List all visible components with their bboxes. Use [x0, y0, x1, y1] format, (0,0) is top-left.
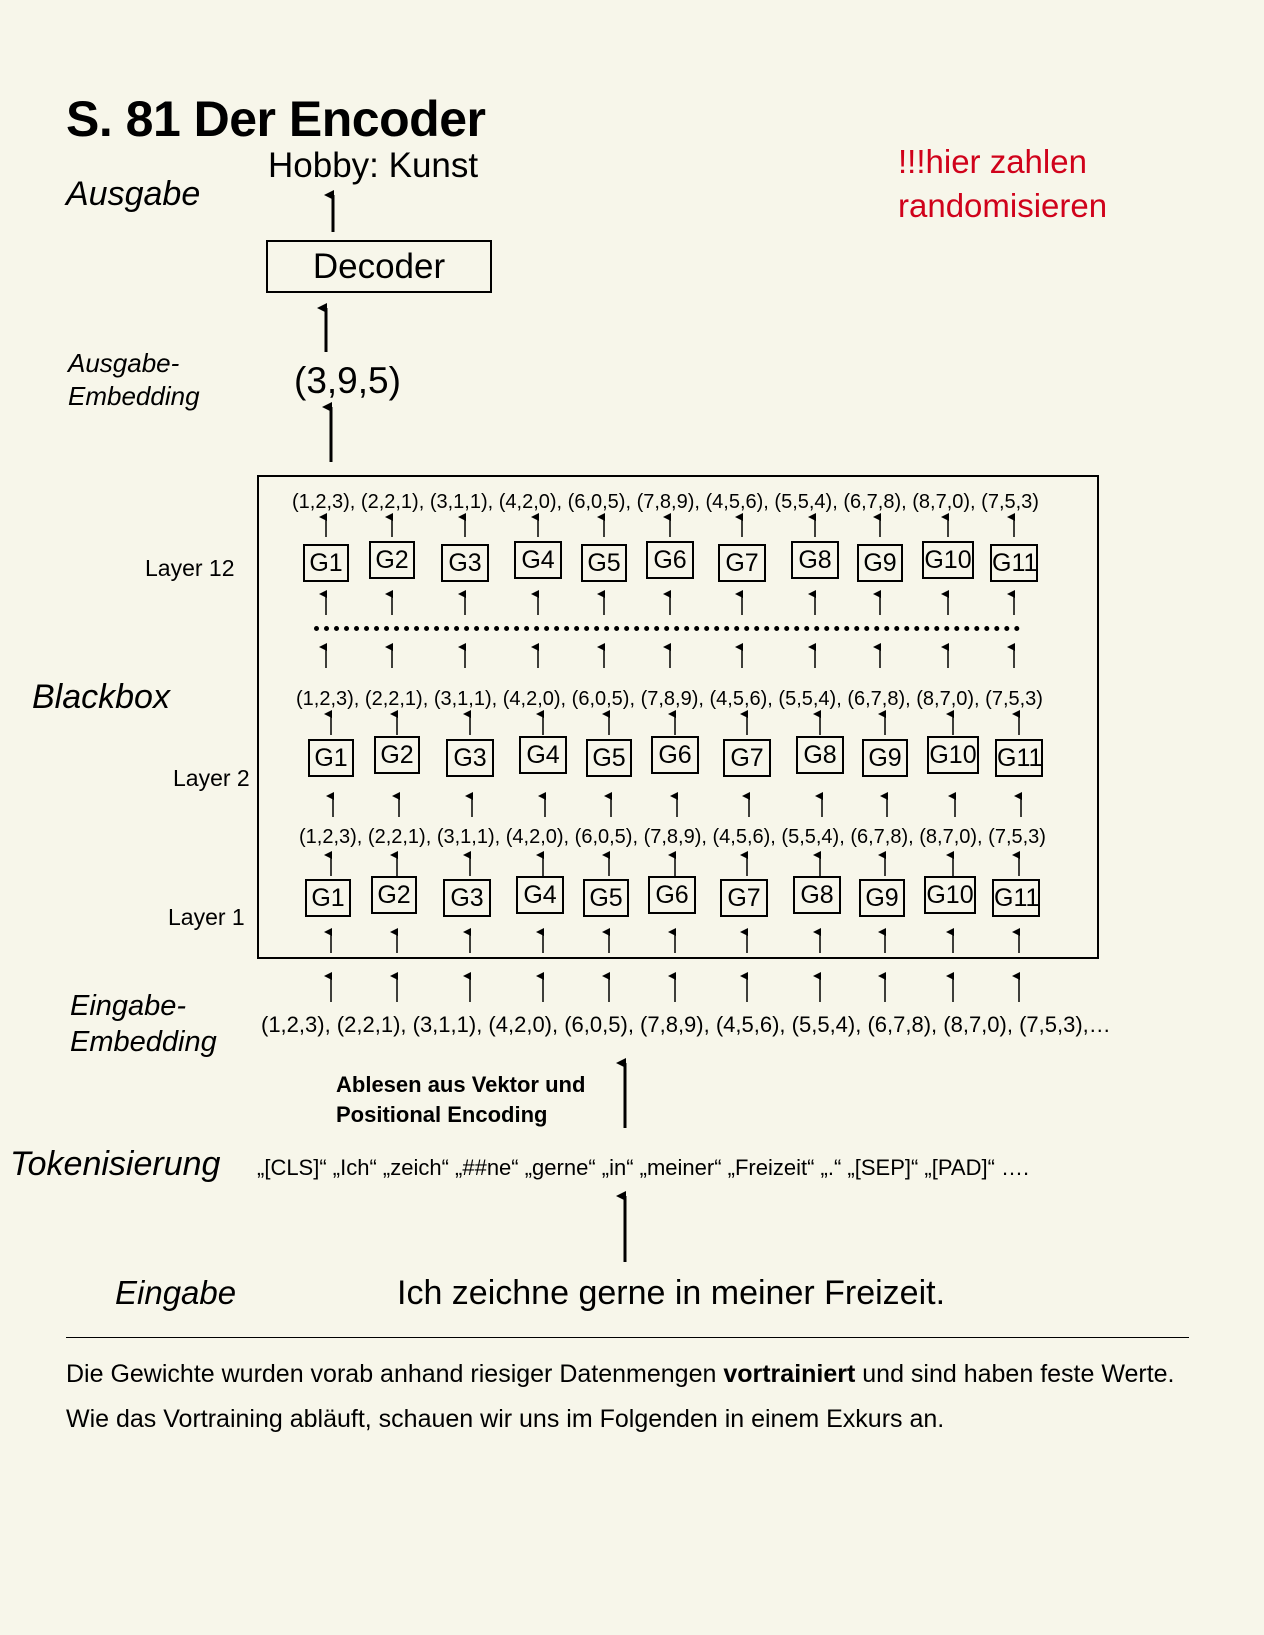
layer-2-weight-g7: G7: [723, 739, 771, 777]
layer-12-output-vectors: (1,2,3), (2,2,1), (3,1,1), (4,2,0), (6,0…: [292, 491, 1039, 513]
layer-2-weight-g8: G8: [796, 736, 844, 774]
layer-1-weight-g6: G6: [648, 876, 696, 914]
explanation-paragraph: Die Gewichte wurden vorab anhand riesige…: [66, 1352, 1206, 1442]
token-list: „[CLS]“ „Ich“ „zeich“ „##ne“ „gerne“ „in…: [257, 1155, 1030, 1180]
read-from-vector-label: Ablesen aus Vektor und Positional Encodi…: [336, 1072, 586, 1127]
output-text: Hobby: Kunst: [268, 146, 479, 185]
layer-2-output-vectors: (1,2,3), (2,2,1), (3,1,1), (4,2,0), (6,0…: [296, 688, 1043, 710]
layer-12-weight-g8: G8: [791, 541, 839, 579]
layer-1-weight-g5: G5: [583, 879, 629, 917]
layer-2-weight-g11: G11: [995, 739, 1043, 777]
layer-1-weight-g10: G10: [924, 876, 976, 914]
label-ausgabe: Ausgabe: [66, 175, 201, 213]
label-blackbox: Blackbox: [32, 678, 170, 716]
layer-2-weight-g4: G4: [519, 736, 567, 774]
layer-1-weight-g8: G8: [793, 876, 841, 914]
layer-2-weight-g5: G5: [586, 739, 632, 777]
layer-12-weight-g3: G3: [441, 544, 489, 582]
input-sentence: Ich zeichne gerne in meiner Freizeit.: [397, 1274, 946, 1312]
layer-1-weight-g2: G2: [371, 876, 417, 914]
output-embedding: (3,9,5): [294, 360, 401, 401]
decoder-box: Decoder: [266, 240, 492, 293]
layer-12-weight-g7: G7: [718, 544, 766, 582]
layer-2-weight-g6: G6: [651, 736, 699, 774]
label-ausgabe-embedding: Ausgabe- Embedding: [68, 348, 200, 411]
layer-12-weight-g4: G4: [514, 541, 562, 579]
paragraph-text-after: und sind haben feste Werte. Wie das Vort…: [66, 1360, 1175, 1433]
layer-2-weight-g1: G1: [308, 739, 354, 777]
layer-1-weight-g1: G1: [305, 879, 351, 917]
label-layer-12: Layer 12: [145, 555, 235, 581]
label-layer-1: Layer 1: [168, 904, 245, 930]
layer-12-weight-g1: G1: [303, 544, 349, 582]
layer-ellipsis-dots: [314, 626, 1020, 631]
input-embedding: (1,2,3), (2,2,1), (3,1,1), (4,2,0), (6,0…: [261, 1012, 1111, 1037]
layer-1-weight-g7: G7: [720, 879, 768, 917]
layer-2-weight-g9: G9: [862, 739, 908, 777]
layer-1-weight-g9: G9: [859, 879, 905, 917]
label-tokenisierung: Tokenisierung: [10, 1145, 221, 1183]
layer-12-weight-g5: G5: [581, 544, 627, 582]
layer-12-weight-g10: G10: [922, 541, 974, 579]
layer-12-weight-g11: G11: [990, 544, 1038, 582]
red-note: !!!hier zahlen randomisieren: [898, 143, 1108, 224]
paragraph-text-before: Die Gewichte wurden vorab anhand riesige…: [66, 1360, 724, 1388]
layer-2-weight-g3: G3: [446, 739, 494, 777]
layer-1-weight-g4: G4: [516, 876, 564, 914]
layer-1-output-vectors: (1,2,3), (2,2,1), (3,1,1), (4,2,0), (6,0…: [299, 826, 1046, 848]
paragraph-bold-word: vortrainiert: [723, 1360, 856, 1388]
layer-1-weight-g11: G11: [992, 879, 1040, 917]
layer-2-weight-g10: G10: [927, 736, 979, 774]
blackbox-frame: [257, 475, 1099, 959]
label-eingabe-embedding: Eingabe- Embedding: [70, 990, 217, 1058]
layer-12-weight-g9: G9: [857, 544, 903, 582]
layer-12-weight-g6: G6: [646, 541, 694, 579]
layer-12-weight-g2: G2: [369, 541, 415, 579]
layer-1-weight-g3: G3: [443, 879, 491, 917]
page-title: S. 81 Der Encoder: [66, 91, 486, 147]
small-arrows: [319, 513, 1022, 1002]
label-layer-2: Layer 2: [173, 765, 250, 791]
label-eingabe: Eingabe: [115, 1274, 237, 1311]
layer-2-weight-g2: G2: [374, 736, 420, 774]
divider-line: [66, 1337, 1189, 1338]
